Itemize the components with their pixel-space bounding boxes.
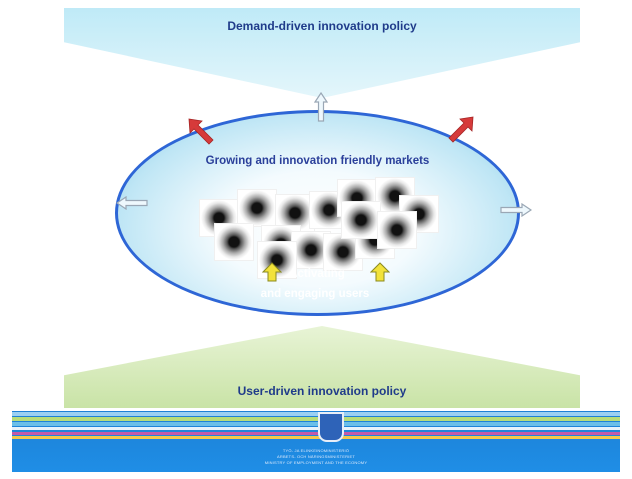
person-icon	[378, 212, 416, 248]
person-icon	[324, 234, 362, 270]
hollow-arrow-icon	[314, 92, 328, 122]
person-icon	[215, 224, 253, 260]
ministry-footer: TYÖ- JA ELINKEINOMINISTERIÖ ARBETS- OCH …	[12, 408, 620, 472]
user-driven-title: User-driven innovation policy	[237, 384, 407, 398]
person-icon	[342, 202, 380, 238]
yellow-arrow-icon	[262, 262, 282, 282]
hollow-arrow-icon	[116, 196, 148, 210]
red-arrow-icon	[448, 116, 474, 143]
coat-of-arms-icon	[318, 412, 344, 442]
hollow-arrow-icon	[500, 203, 532, 217]
market-ellipse	[115, 110, 520, 316]
activating-label: Activating	[289, 268, 345, 280]
yellow-arrow-icon	[370, 262, 390, 282]
markets-label: Growing and innovation friendly markets	[205, 155, 430, 167]
demand-driven-title: Demand-driven innovation policy	[227, 19, 417, 33]
ministry-name-sv: ARBETS- OCH NÄRINGSMINISTERIET	[276, 454, 355, 459]
ministry-name-fi: TYÖ- JA ELINKEINOMINISTERIÖ	[282, 448, 350, 453]
red-arrow-icon	[188, 118, 214, 145]
person-icon	[292, 232, 330, 268]
person-icon	[276, 195, 314, 231]
engaging-users-label: and engaging users	[260, 288, 370, 300]
ministry-name-en: MINISTRY OF EMPLOYMENT AND THE ECONOMY	[264, 460, 368, 465]
person-icon	[238, 190, 276, 226]
